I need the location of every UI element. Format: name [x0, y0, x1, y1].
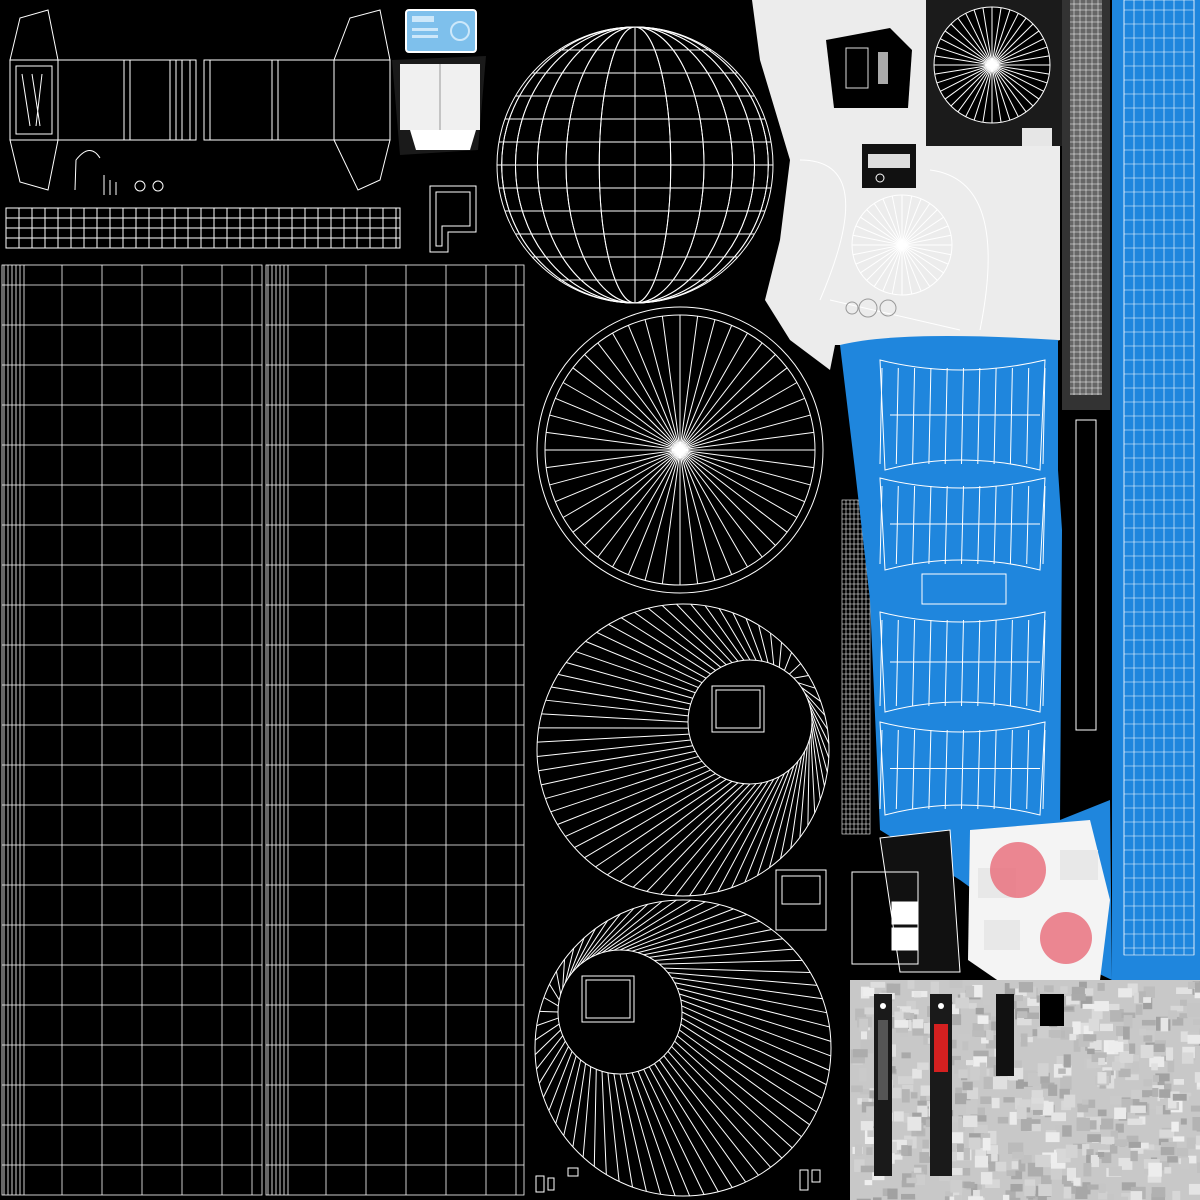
ring-lower — [534, 899, 832, 1197]
small-circles — [845, 298, 897, 318]
left-grid-b — [265, 264, 525, 1196]
gray-floor-area — [850, 980, 1200, 1200]
radial-disc — [536, 306, 824, 594]
light-panel-circle — [851, 194, 953, 296]
strip-grid — [5, 207, 401, 249]
left-grid-a — [1, 264, 263, 1196]
dark-top-disc — [926, 0, 1066, 146]
pillow-area — [968, 820, 1110, 982]
small-chair-parts — [775, 829, 961, 973]
tiny-marks — [535, 1167, 821, 1193]
book-shape — [392, 56, 486, 155]
bracket-piece — [429, 185, 477, 253]
vertical-dark-strip — [1062, 0, 1110, 410]
prism-net — [9, 9, 391, 195]
control-panel-icon — [405, 9, 477, 53]
label-tag-icon — [874, 994, 952, 1176]
ring-upper — [536, 603, 830, 897]
sphere-wireframe — [496, 26, 774, 304]
blue-seat-area — [840, 336, 1112, 980]
blue-vertical-stripe — [1112, 0, 1200, 980]
